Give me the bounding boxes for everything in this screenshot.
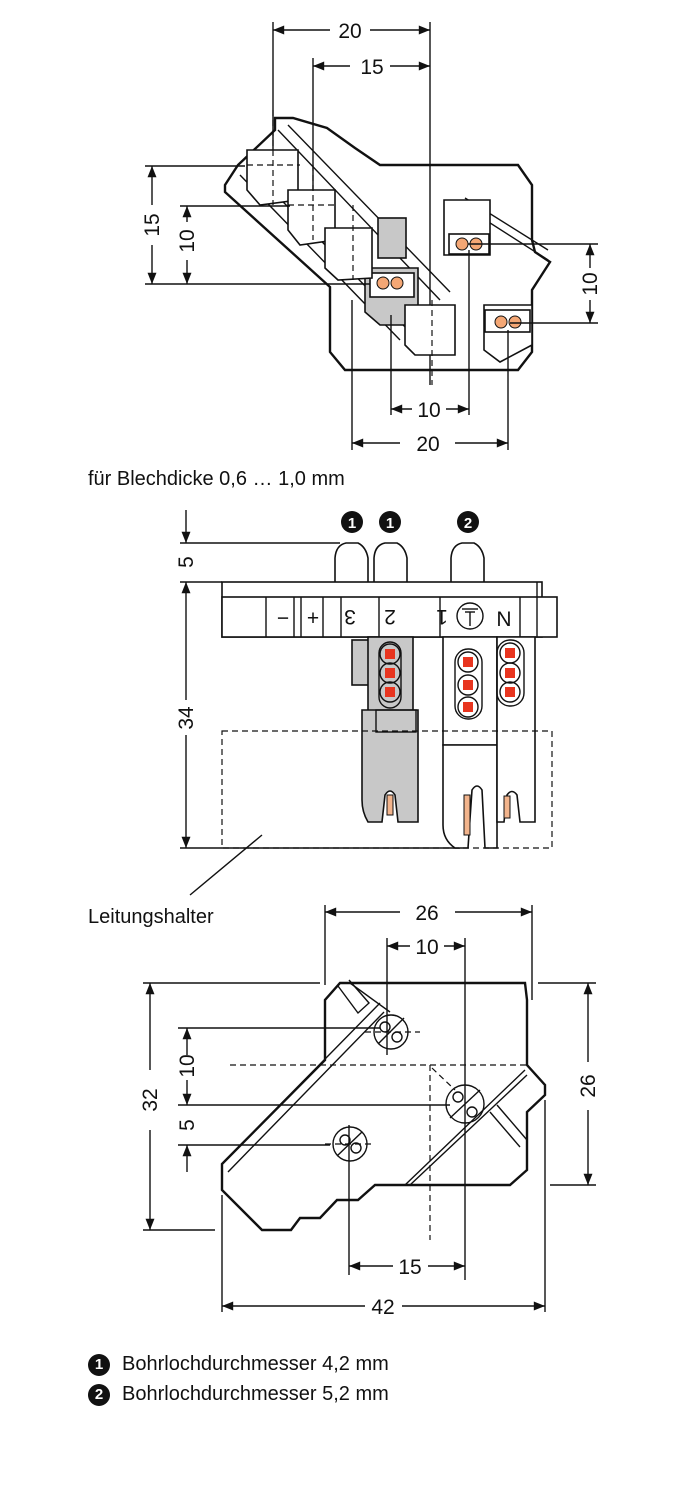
dim-hole-pitch-bottom: 15 [398,1256,421,1279]
terminal-label-n: N [496,608,511,631]
dim-left-offset: 5 [176,1119,199,1131]
dim-left-pitch: 10 [176,1054,199,1077]
marker-label: 1 [386,515,394,532]
dim-left-outer: 15 [141,213,164,236]
marker-label: 2 [464,515,472,532]
dim-height: 34 [175,706,198,730]
cable-holder-label: Leitungshalter [88,906,214,928]
marker-badge: 2 [88,1383,110,1406]
marker-badge [341,511,363,533]
spring-contact [376,276,390,290]
marker-badge: 1 [88,1353,110,1376]
spring-contact [508,315,522,329]
legend-item: 2 Bohrlochdurchmesser 5,2 mm [88,1383,389,1406]
contact-stack [454,648,483,720]
dim-right-height: 26 [577,1074,600,1097]
earth-ground-icon [456,602,484,630]
spring-contact [455,237,469,251]
dim-top-inner: 15 [360,56,383,79]
legend-item: 1 Bohrlochdurchmesser 4,2 mm [88,1353,389,1376]
dim-left-inner: 10 [176,229,199,252]
dim-bottom-inner: 10 [417,399,440,422]
dim-bottom-width: 20 [416,433,439,456]
mounting-hole [332,1126,368,1162]
dim-right-pitch: 10 [579,272,602,295]
marker-badge [457,511,479,533]
legend-text: Bohrlochdurchmesser 4,2 mm [122,1353,389,1375]
terminal-label-1: 1 [436,605,448,628]
terminal-label-plus: + [307,607,319,630]
dim-top-offset: 5 [175,556,198,568]
marker-label: 1 [348,515,356,532]
terminal-label-minus: − [277,607,289,630]
top-view: 20 15 15 [141,20,602,456]
contact-stack [378,641,402,709]
bottom-view: 26 10 [139,902,600,1319]
contact-stack [496,639,525,707]
dim-bottom-top-width: 26 [415,902,438,925]
marker-badge [379,511,401,533]
legend-text: Bohrlochdurchmesser 5,2 mm [122,1383,389,1405]
side-view: 1 1 2 5 34 − + 3 2 1 [175,510,558,896]
spring-contact [494,315,508,329]
dim-top-width: 20 [338,20,361,43]
terminal-label-3: 3 [344,605,356,628]
spring-contact [390,276,404,290]
mounting-hole [445,1084,485,1124]
sheet-thickness-caption: für Blechdicke 0,6 … 1,0 mm [88,468,345,490]
cable-holder-outline [221,730,553,849]
dim-left-height: 32 [139,1088,162,1111]
dim-hole-pitch-top: 10 [415,936,438,959]
dim-overall-width: 42 [371,1296,394,1319]
terminal-label-2: 2 [384,605,396,628]
